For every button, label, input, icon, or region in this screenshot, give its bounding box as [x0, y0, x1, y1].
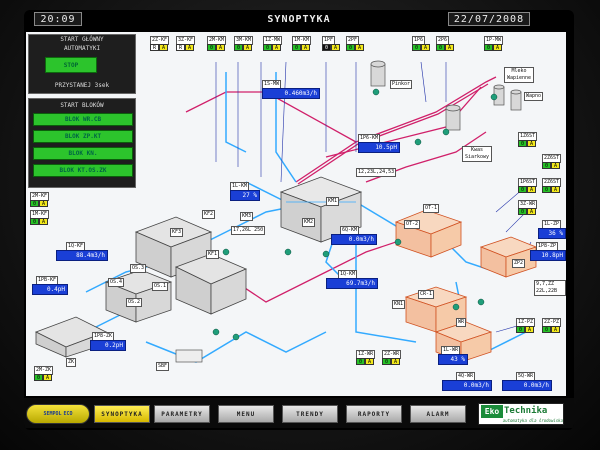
level-value-1l-wr: 43 % — [438, 354, 468, 365]
clock-display: 20:09 — [34, 12, 82, 26]
ph-km-text: 12,23L,24,53 — [356, 168, 397, 177]
nav-synoptyka[interactable]: SYNOPTYKA — [94, 405, 150, 423]
synoptic-panel: START GŁÓWNY AUTOMATYKI STOP PRZYSTANEJ … — [26, 32, 566, 396]
hmi-screen: 20:09 SYNOPTYKA 22/07/2008 — [24, 10, 574, 430]
tank-label-os2: OS.2 — [126, 298, 143, 307]
tank-label-mleko: Mleko Wapienne — [504, 67, 534, 83]
main-start-title-1: START GŁÓWNY — [60, 36, 104, 43]
flow-value-1q-kf: 88.4m3/h — [56, 250, 108, 261]
tank-label-sbf: SBF — [156, 362, 170, 371]
main-start-title-2: AUTOMATYKI — [63, 45, 101, 52]
logo-text-eco: ECO — [63, 411, 73, 417]
sempol-eco-logo: SEMPOL ECO — [26, 404, 90, 424]
nav-parametry[interactable]: PARAMETRY — [154, 405, 210, 423]
hm-text: 17,26L 250 — [231, 226, 266, 235]
orange-tanks — [394, 209, 538, 363]
flow-value-1p8-zp: 10.8pH — [530, 250, 566, 261]
logo-text-technika: Technika — [504, 406, 548, 416]
nav-trendy[interactable]: TRENDY — [282, 405, 338, 423]
flow-value-1pb-kf: 0.4pH — [32, 284, 68, 295]
block-kn-button[interactable]: BLOK KN. — [33, 147, 133, 160]
blocks-title: START BLOKÓW — [60, 102, 104, 109]
flow-value-5q-wr: 0.0m3/h — [502, 380, 552, 391]
ph-zp-text: 9,7,ZZ 22L,22B — [534, 280, 566, 296]
block-kt-button[interactable]: BLOK KT.OS.ZK — [33, 164, 133, 177]
flow-value-1s-mw: 0.460m3/h — [262, 88, 320, 99]
flow-value-1q-km: 69.7m3/h — [326, 278, 378, 289]
pumps — [212, 88, 498, 341]
main-start-panel: START GŁÓWNY AUTOMATYKI STOP PRZYSTANEJ … — [28, 34, 136, 94]
tank-label-wapno: Wapno — [524, 92, 544, 101]
tank-label-zp2: ZP2 — [512, 259, 526, 268]
flow-value-4q-wr: 0.0m3/h — [442, 380, 492, 391]
tank-label-os1: OS.1 — [152, 282, 169, 291]
logo-slogan: automatyka dla środowiska — [502, 418, 563, 423]
signal-lines — [215, 61, 532, 333]
silos — [175, 60, 522, 363]
tank-label-kf1: KF1 — [206, 250, 220, 259]
stop-button[interactable]: STOP — [45, 57, 97, 73]
bottom-navigation: SEMPOL ECO SYNOPTYKA PARAMETRY MENU TREN… — [24, 398, 574, 428]
tank-label-kf3: KF3 — [170, 228, 184, 237]
tank-label-wr: WR — [456, 318, 467, 327]
flow-value-1p8-zk: 0.2pH — [90, 340, 126, 351]
flow-value-6q-km: 0.0m3/h — [331, 234, 377, 245]
blocks-panel: START BLOKÓW BLOK WR.CB BLOK ZP.KT BLOK … — [28, 98, 136, 188]
tank-label-pinkor: Pinkor — [390, 80, 413, 89]
tank-label-km1: KM1 — [326, 197, 340, 206]
stop-status: PRZYSTANEJ 3sek — [54, 82, 110, 89]
tank-label-ot2: OT-2 — [404, 220, 421, 229]
tank-label-kf2: KF2 — [202, 210, 216, 219]
level-value-1l-zp: 36 % — [538, 228, 566, 239]
logo-text-sempol: SEMPOL — [43, 411, 62, 417]
tank-label-os3: OS.3 — [130, 264, 147, 273]
tank-label-os4: OS.4 — [108, 278, 125, 287]
level-value-1l-km: 27 % — [230, 190, 260, 201]
date-display: 22/07/2008 — [448, 12, 530, 26]
tank-label-cr1: CR-1 — [418, 290, 435, 299]
tank-label-kn1: KN1 — [392, 300, 406, 309]
flow-value-1p6-km: 10.5pH — [358, 142, 400, 153]
nav-alarm[interactable]: ALARM — [410, 405, 466, 423]
ekotechnika-logo: Eko Technika automatyka dla środowiska — [478, 403, 564, 425]
tank-label-km2: KM2 — [302, 218, 316, 227]
block-wr-button[interactable]: BLOK WR.CB — [33, 113, 133, 126]
tank-label-zk: ZK — [66, 358, 77, 367]
block-zp-button[interactable]: BLOK ZP.KT — [33, 130, 133, 143]
page-title: SYNOPTYKA — [267, 14, 331, 25]
logo-text-eko: Eko — [481, 405, 503, 418]
tank-label-km3: KM3 — [240, 212, 254, 221]
tank-label-ot1: OT-1 — [423, 204, 440, 213]
nav-raporty[interactable]: RAPORTY — [346, 405, 402, 423]
nav-menu[interactable]: MENU — [218, 405, 274, 423]
tank-label-kwas: Kwas Siarkowy — [462, 146, 492, 162]
